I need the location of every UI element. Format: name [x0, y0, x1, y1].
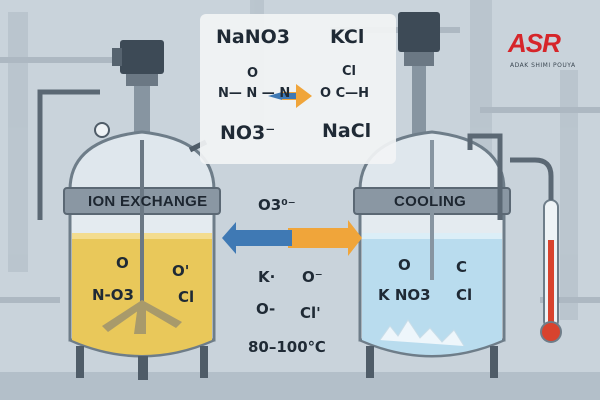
reactant-struct-main: N— N — N	[218, 86, 291, 101]
left-liquid-o-top: O	[116, 254, 129, 272]
card-arrow	[268, 84, 312, 108]
ion-row2-b: Cl'	[300, 304, 321, 322]
product-top: KCl	[330, 26, 365, 48]
product-struct-main: O C—H	[320, 86, 369, 101]
left-liquid-o-right: O'	[172, 262, 190, 280]
reactant-struct-o: O	[247, 66, 259, 81]
right-liquid-c: C	[456, 258, 468, 276]
ion-top: O3⁰⁻	[258, 196, 296, 214]
ion-row2-a: O-	[256, 300, 276, 318]
right-liquid-cl: Cl	[456, 286, 473, 304]
left-liquid-cl: Cl	[178, 288, 195, 306]
right-liquid-mid: K NO3	[378, 286, 431, 304]
right-tank-label: COOLING	[394, 193, 467, 210]
right-tank	[353, 12, 511, 378]
logo-subtitle: ADAK SHIMI POUYA	[510, 62, 576, 69]
company-logo: ASR ADAK SHIMI POUYA	[508, 28, 594, 74]
reactant-top: NaNO3	[216, 26, 290, 48]
floor	[0, 372, 600, 400]
product-bottom: NaCl	[322, 120, 372, 142]
temperature-label: 80–100℃	[248, 338, 326, 356]
reactant-bottom: NO3⁻	[220, 122, 276, 144]
thermometer	[510, 157, 562, 343]
ion-row1-b: O⁻	[302, 268, 323, 286]
left-liquid-mid: N-O3	[92, 286, 134, 304]
exchange-arrow	[222, 220, 362, 256]
left-tank	[37, 40, 221, 380]
ion-row1-a: K·	[258, 268, 276, 286]
product-struct-top: Cl	[342, 64, 356, 79]
left-tank-label: ION EXCHANGE	[88, 193, 208, 210]
right-liquid-o-top: O	[398, 256, 411, 274]
logo-mark: ASR	[508, 28, 561, 58]
